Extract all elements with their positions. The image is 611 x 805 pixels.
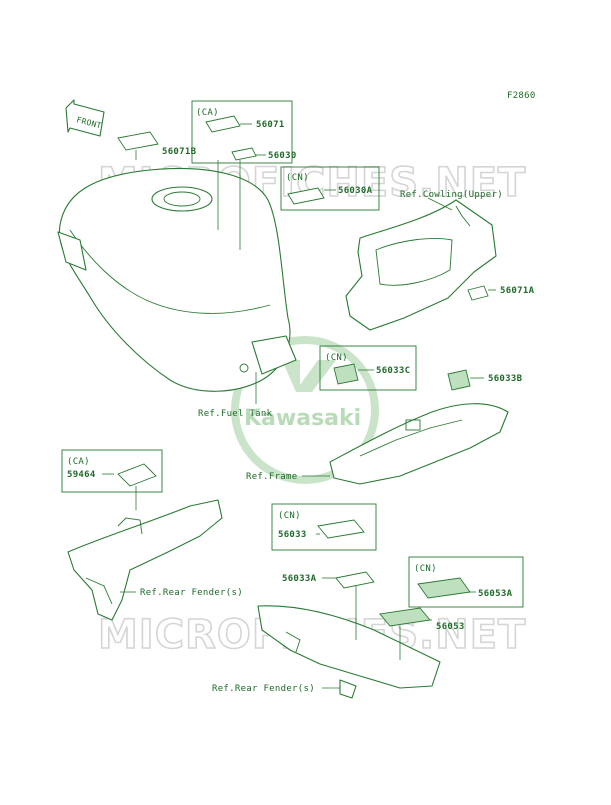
decal-56071A (467, 285, 489, 301)
label-56071: 56071 (256, 120, 285, 130)
fuel-cap-outer (151, 186, 213, 212)
front-arrow-shape (65, 99, 105, 137)
label-cn-1: (CN) (286, 173, 309, 183)
decal-59464 (117, 463, 157, 487)
label-56033A: 56033A (282, 574, 317, 584)
fuel-tank-rear-mount (251, 335, 297, 375)
kawasaki-logo: Kawasaki (231, 336, 379, 484)
label-cn-4: (CN) (414, 564, 437, 574)
decal-56033C (333, 363, 359, 385)
fuel-tank-body (58, 167, 291, 392)
box-ca-59464 (61, 449, 163, 493)
box-cn-56030a (280, 166, 380, 211)
decal-56053A (417, 577, 471, 599)
label-cn-3: (CN) (278, 511, 301, 521)
frame (329, 403, 509, 485)
box-ca-56071 (191, 100, 293, 164)
rear-fender-right-tab (339, 679, 357, 699)
box-cn-56033 (271, 503, 377, 551)
fuel-tank-bolt (239, 363, 249, 373)
label-56071B: 56071B (162, 147, 197, 157)
cowling-edge (455, 205, 471, 227)
rear-fender-right (257, 605, 441, 699)
logo-text: Kawasaki (244, 406, 361, 431)
label-56053: 56053 (436, 622, 465, 632)
rear-fender-left-crease (85, 577, 113, 605)
label-ref-cowling: Ref.Cowling(Upper) (400, 190, 503, 200)
decal-56071 (205, 115, 241, 133)
fuel-cap-inner (163, 191, 201, 207)
label-ca-2: (CA) (67, 457, 90, 467)
label-59464: 59464 (67, 470, 96, 480)
label-ref-fuel-tank: Ref.Fuel Tank (198, 409, 273, 419)
label-ref-rear-fender-1: Ref.Rear Fender(s) (140, 588, 243, 598)
label-ca-1: (CA) (196, 108, 219, 118)
label-56030: 56030 (268, 151, 297, 161)
leader-cowling (427, 197, 453, 211)
label-56033: 56033 (278, 530, 307, 540)
label-56033C: 56033C (376, 366, 410, 376)
decal-56033 (317, 519, 365, 539)
box-cn-56033c (319, 345, 417, 391)
logo-ring (231, 336, 379, 484)
fuel-tank-side-bracket (57, 231, 87, 271)
front-arrow: FRONT (65, 99, 105, 137)
cowling-body (345, 199, 497, 331)
label-56030A: 56030A (338, 186, 373, 196)
decal-56030 (231, 147, 257, 161)
rear-fender-left (67, 499, 223, 621)
label-56071A: 56071A (500, 286, 535, 296)
rear-fender-right-body (257, 605, 441, 689)
fuel-tank (57, 167, 297, 392)
frame-rail (359, 419, 463, 457)
label-ref-rear-fender-2: Ref.Rear Fender(s) (212, 684, 315, 694)
label-ref-frame: Ref.Frame (246, 472, 297, 482)
label-56053A: 56053A (478, 589, 513, 599)
decal-56033B (447, 369, 471, 391)
figure-id: F2860 (507, 91, 536, 101)
label-56033B: 56033B (488, 374, 523, 384)
frame-mount (405, 419, 421, 431)
decal-56071B (117, 131, 159, 151)
logo-k-mark (282, 360, 336, 392)
decal-56033A (335, 571, 375, 589)
fuel-tank-crease (69, 229, 271, 314)
rear-fender-right-notch (285, 631, 301, 653)
cowling-meter-opening (375, 238, 453, 286)
frame-body (329, 403, 509, 485)
cowling-upper (345, 199, 497, 331)
rear-fender-left-bracket (117, 517, 143, 535)
rear-fender-left-body (67, 499, 223, 621)
box-cn-56053a (408, 556, 524, 608)
decal-56030A (287, 187, 325, 205)
label-cn-2: (CN) (325, 353, 348, 363)
